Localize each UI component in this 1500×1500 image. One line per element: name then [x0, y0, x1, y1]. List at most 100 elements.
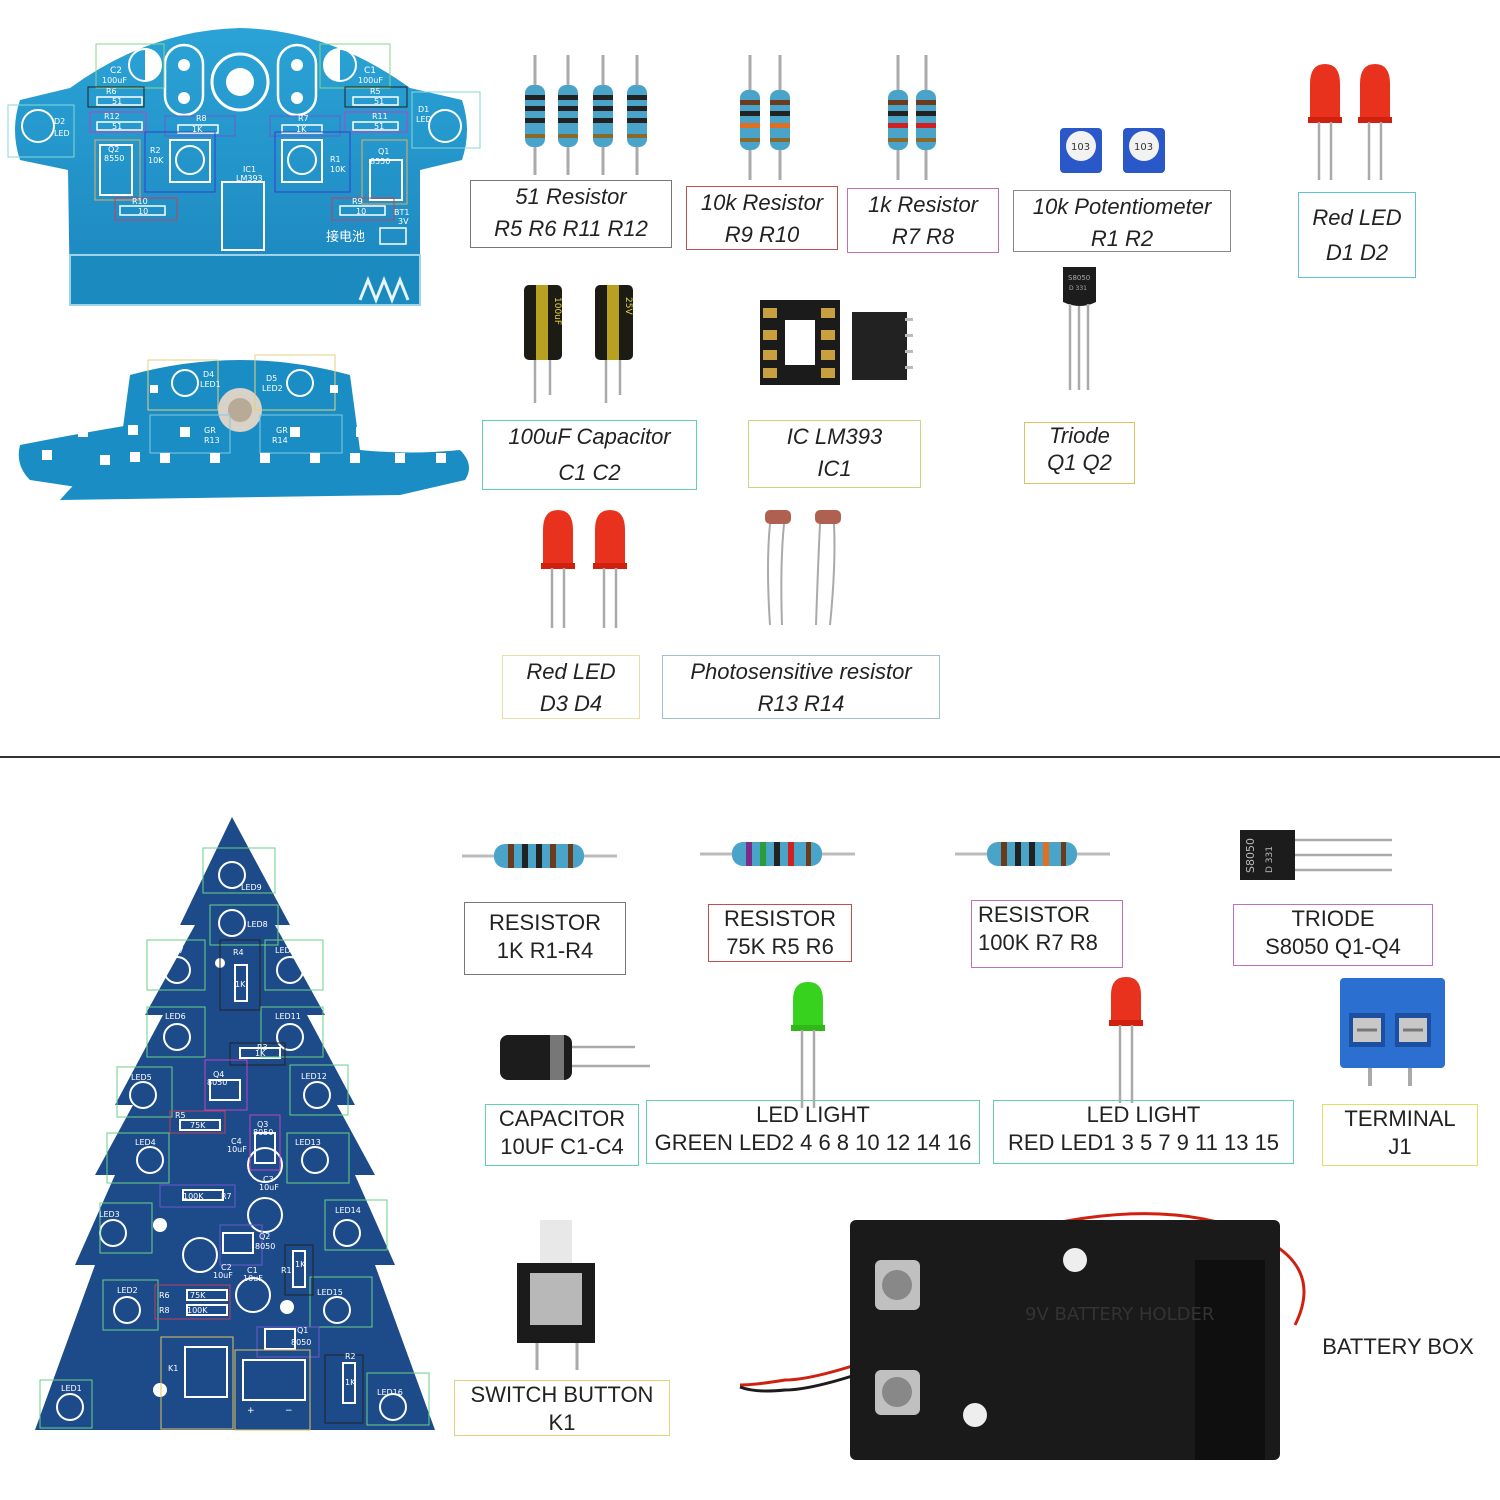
silk-q2-value: 8050 — [255, 1242, 275, 1251]
silk-r8-value: 1K — [192, 125, 203, 134]
car-pcb-back: D4 LED1 D5 LED2 GR R13 GR R14 — [18, 354, 469, 500]
silk-r4: R4 — [233, 948, 244, 957]
silk-r3: R3 — [257, 1043, 268, 1052]
silk-r7-value: 1K — [296, 125, 307, 134]
silk-q1-value: 8550 — [370, 157, 390, 166]
silk-r4-value: 1K — [235, 980, 246, 989]
part-triode-s8050: S8050 D 331 — [1240, 830, 1392, 880]
silk-r6-value: 51 — [112, 97, 122, 106]
part-led-green — [791, 982, 825, 1108]
silk-c2-value: 10uF — [213, 1271, 233, 1280]
silk-d5-led: LED2 — [262, 384, 283, 393]
silk-r9-value: 10 — [356, 207, 366, 216]
silk-r6-value: 75K — [190, 1291, 206, 1300]
silk-q1-value: 8050 — [291, 1338, 311, 1347]
silk-d5: D5 — [266, 374, 277, 383]
silk-r1-value: 10K — [330, 165, 346, 174]
part-capacitors: 100uF 25V — [524, 285, 633, 403]
silk-r3-value: 1K — [255, 1049, 266, 1058]
part-photoresistors — [765, 510, 841, 626]
silk-d2: D2 — [54, 117, 65, 126]
silk-r14: R14 — [272, 436, 288, 445]
silk-c3: C3 — [263, 1175, 274, 1184]
silk-q1: Q1 — [297, 1326, 308, 1335]
silk-q3: Q3 — [257, 1120, 268, 1129]
silk-gr14: GR — [276, 426, 288, 435]
part-terminal-block — [1340, 978, 1445, 1086]
silk-r2-value: 10K — [148, 156, 164, 165]
part-led-red — [1109, 977, 1143, 1103]
silk-c2: C2 — [221, 1263, 232, 1272]
triode-top-text2: D 331 — [1069, 285, 1087, 292]
silk-r9: R9 — [352, 197, 363, 206]
silk-minus: − — [285, 1406, 293, 1416]
silk-r10: R10 — [132, 197, 148, 206]
part-resistor-75k — [700, 842, 855, 866]
silk-r13: R13 — [204, 436, 220, 445]
silk-r11-value: 51 — [374, 122, 384, 131]
silk-ic1: IC1 — [243, 165, 256, 174]
silk-c4-value: 10uF — [227, 1145, 247, 1154]
silk-led11: LED11 — [275, 1012, 301, 1021]
silk-r12-value: 51 — [112, 122, 122, 131]
silk-led15: LED15 — [317, 1288, 343, 1297]
silk-led14: LED14 — [335, 1206, 361, 1215]
silk-d2-led: LED — [54, 129, 70, 138]
silk-c2-value: 100uF — [102, 76, 127, 85]
silk-r1: R1 — [281, 1266, 292, 1275]
silk-c4: C4 — [231, 1137, 242, 1146]
silk-battery: 接电池 — [326, 229, 365, 245]
silk-r7: R7 — [298, 114, 309, 123]
part-resistor-100k — [955, 842, 1110, 866]
silk-q2-value: 8550 — [104, 154, 124, 163]
silk-led10: LED10 — [275, 946, 301, 955]
silk-r5: R5 — [175, 1111, 186, 1120]
silk-q4: Q4 — [213, 1070, 224, 1079]
section-divider — [0, 756, 1500, 758]
silk-q1: Q1 — [378, 147, 389, 156]
silk-q4-value: 8050 — [207, 1078, 227, 1087]
silk-r8-value: 100K — [187, 1306, 208, 1315]
silk-q2: Q2 — [259, 1232, 270, 1241]
part-potentiometers: 103 103 — [1060, 128, 1165, 173]
part-resistors-1k — [888, 55, 936, 180]
silk-gr13: GR — [204, 426, 216, 435]
silk-d4-led: LED1 — [200, 380, 221, 389]
part-red-leds-d1d2 — [1308, 64, 1392, 180]
car-pcb-front: C2 100uF C1 100uF R6 51 R5 51 R12 51 R11… — [7, 28, 481, 306]
battery-holder-text: 9V BATTERY HOLDER — [1025, 1304, 1214, 1325]
silk-led6: LED6 — [165, 1012, 186, 1021]
silk-c1-value: 10uF — [243, 1274, 263, 1283]
part-resistors-10k — [740, 53, 792, 182]
cap-text-2: 25V — [623, 297, 633, 315]
silk-c1-value: 100uF — [358, 76, 383, 85]
silk-r10-value: 10 — [138, 207, 148, 216]
label-battery-box: BATTERY BOX — [1322, 1334, 1474, 1359]
silk-bt1-value: 3V — [398, 217, 409, 226]
part-ic-and-socket — [760, 300, 913, 385]
silk-bt1: BT1 — [394, 208, 409, 217]
silk-r2: R2 — [345, 1352, 356, 1361]
silk-r12: R12 — [104, 112, 120, 121]
silk-r2-value: 1K — [345, 1378, 356, 1387]
part-switch-button — [517, 1220, 595, 1370]
triode-bottom-text: S8050 — [1244, 838, 1257, 873]
triode-bottom-text2: D 331 — [1265, 846, 1275, 873]
silk-k1: K1 — [168, 1364, 178, 1373]
cap-text-1: 100uF — [552, 297, 562, 325]
pot-code-2: 103 — [1134, 142, 1153, 153]
silk-led7: LED7 — [163, 946, 184, 955]
silk-led5: LED5 — [131, 1073, 152, 1082]
part-battery-box: 9V BATTERY HOLDER — [739, 1212, 1306, 1460]
